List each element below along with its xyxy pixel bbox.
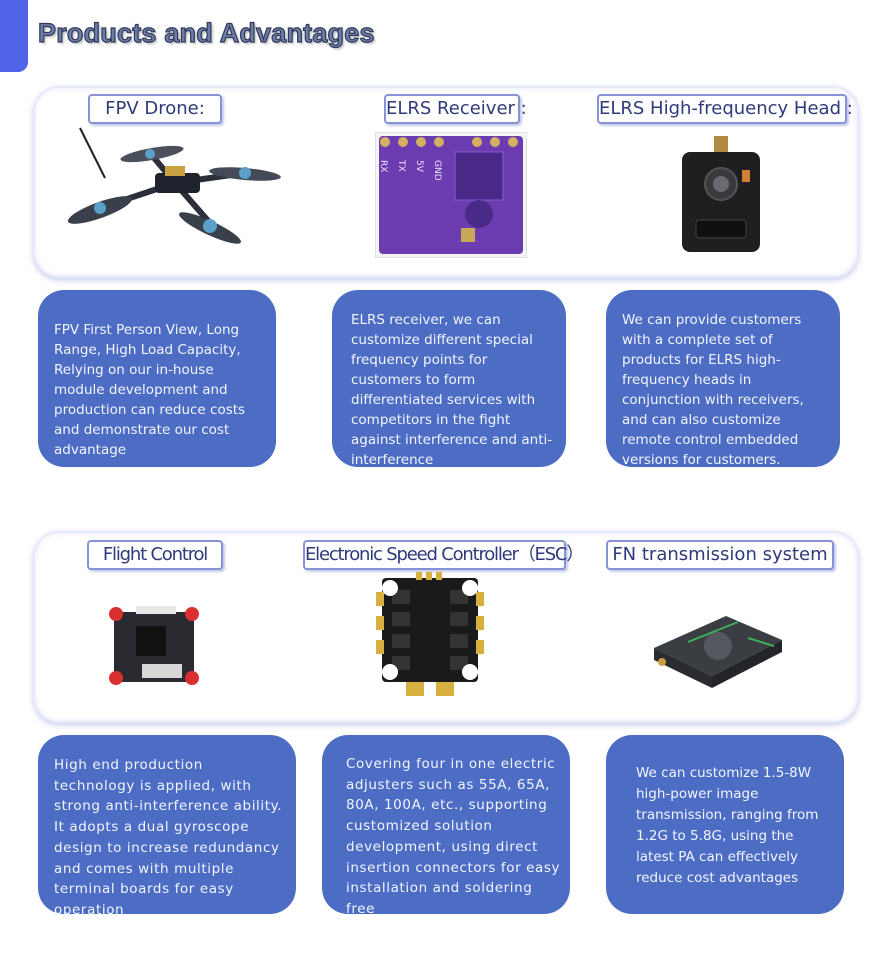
pin-label-rx: RX bbox=[378, 160, 388, 172]
elrs-head-description: We can provide customers with a complete… bbox=[622, 312, 804, 468]
tag-elrs-receiver: ELRS Receiver : bbox=[384, 94, 527, 124]
tag-esc: Electronic Speed Controller（ESC） bbox=[303, 540, 584, 570]
flight-control-image bbox=[109, 606, 199, 685]
tag-flight-control: Flight Control bbox=[87, 540, 223, 570]
esc-image bbox=[376, 572, 484, 696]
fpv-drone-description: FPV First Person View, Long Range, High … bbox=[54, 322, 246, 458]
corner-accent-tab bbox=[0, 0, 28, 72]
tag-fn-transmission: FN transmission system bbox=[606, 540, 834, 570]
pin-label-5v: 5V bbox=[414, 160, 424, 173]
flight-control-description-card: High end production technology is applie… bbox=[38, 735, 296, 918]
tag-elrs-head: ELRS High-frequency Head : bbox=[597, 94, 853, 124]
elrs-receiver-image: RX TX 5V GND bbox=[375, 132, 527, 258]
pin-label-gnd: GND bbox=[432, 160, 442, 181]
flight-control-description: High end production technology is applie… bbox=[54, 757, 283, 918]
fpv-drone-image bbox=[67, 127, 281, 244]
elrs-receiver-description: ELRS receiver, we can customize differen… bbox=[351, 312, 553, 468]
esc-description: Covering four in one electric adjusters … bbox=[346, 756, 561, 917]
fpv-drone-description-card: FPV First Person View, Long Range, High … bbox=[38, 290, 276, 467]
pin-label-tx: TX bbox=[396, 159, 406, 172]
fn-transmission-description-card: We can customize 1.5-8W high-power image… bbox=[606, 735, 844, 914]
tag-fpv-drone: FPV Drone: bbox=[88, 94, 222, 124]
elrs-receiver-description-card: ELRS receiver, we can customize differen… bbox=[332, 290, 566, 468]
page-title: Products and Advantages bbox=[37, 17, 375, 48]
fn-transmission-image bbox=[654, 616, 782, 688]
esc-description-card: Covering four in one electric adjusters … bbox=[322, 735, 570, 917]
elrs-head-description-card: We can provide customers with a complete… bbox=[606, 290, 840, 468]
elrs-high-frequency-head-image bbox=[682, 136, 760, 252]
fn-transmission-description: We can customize 1.5-8W high-power image… bbox=[636, 765, 819, 886]
